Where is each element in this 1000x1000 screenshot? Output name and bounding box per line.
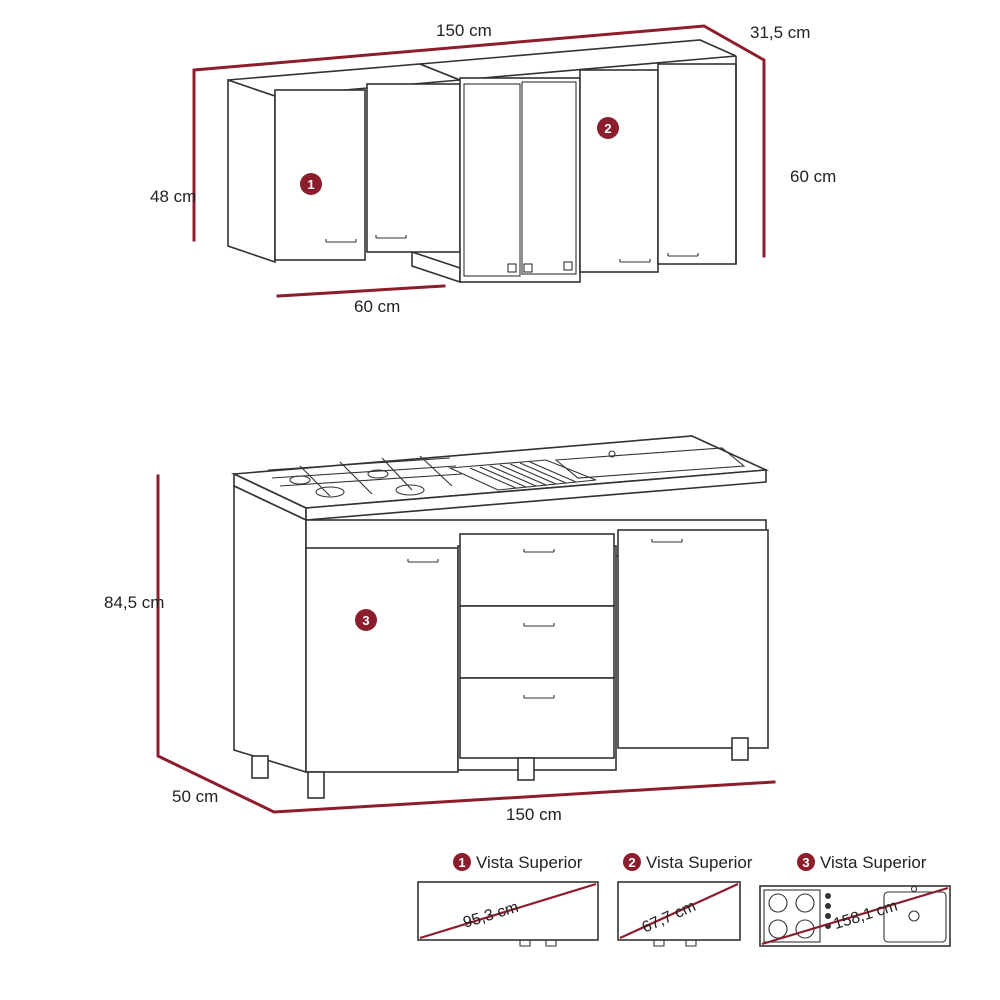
top-view-1: 1 Vista Superior 95,3 cm — [417, 853, 599, 947]
countertop-front — [305, 469, 767, 521]
lower-left-door — [305, 547, 459, 773]
lower-dimension-outline — [156, 474, 776, 814]
top-view-3: 3 Vista Superior 158,1 cm — [759, 853, 951, 947]
upper-section-width-line — [276, 284, 446, 298]
top-view-3-badge — [797, 853, 815, 871]
upper-cabinet — [227, 39, 737, 284]
drawer-3 — [459, 677, 615, 759]
stove-burners — [267, 455, 463, 498]
upper-left-door-left — [274, 89, 366, 261]
upper-width-label: 150 cm — [436, 21, 492, 40]
top-view-3-diagonal — [761, 886, 949, 946]
lower-width-label: 150 cm — [506, 805, 562, 824]
upper-right-door-2 — [657, 63, 737, 265]
leg — [731, 737, 749, 761]
door-handle — [375, 235, 407, 239]
upper-right-door-1 — [579, 69, 659, 273]
upper-height-left-label: 48 cm — [150, 187, 196, 206]
svg-text:1: 1 — [458, 855, 465, 870]
lower-side-panel — [233, 484, 307, 774]
lower-depth-label: 50 cm — [172, 787, 218, 806]
drawer-2 — [459, 605, 615, 679]
svg-text:2: 2 — [628, 855, 635, 870]
badge-3: 3 — [355, 609, 377, 631]
leg — [251, 755, 269, 779]
top-view-2-title: Vista Superior — [646, 853, 753, 872]
upper-dimension-lines — [192, 24, 766, 298]
lower-height-label: 84,5 cm — [104, 593, 164, 612]
door-handle — [325, 239, 357, 243]
leg — [307, 771, 325, 799]
glass-door-right — [521, 81, 577, 275]
glass-hinge — [507, 263, 517, 273]
top-view-1-diagonal — [419, 882, 597, 940]
top-view-2: 2 Vista Superior 67,7 cm — [617, 853, 753, 947]
lower-right-door — [617, 529, 769, 749]
drawer-handle — [523, 623, 555, 627]
lower-cabinet — [230, 435, 770, 799]
leg — [517, 757, 535, 781]
sink-drainer — [447, 459, 597, 491]
top-view-2-diagonal — [619, 882, 739, 940]
glass-door-left — [463, 83, 521, 277]
drawer-handle — [523, 695, 555, 699]
svg-text:3: 3 — [802, 855, 809, 870]
sink — [447, 447, 746, 491]
top-view-1-title: Vista Superior — [476, 853, 583, 872]
upper-left-side-panel — [227, 78, 276, 264]
upper-right-bottom-edge — [411, 250, 461, 284]
top-view-3-cooktop — [763, 889, 821, 943]
top-view-3-title: Vista Superior — [820, 853, 927, 872]
door-handle — [619, 259, 651, 263]
badge-1: 1 — [300, 173, 322, 195]
glass-hinge — [563, 261, 573, 271]
upper-left-door-right — [366, 83, 461, 253]
top-view-2-badge — [623, 853, 641, 871]
drawer-1 — [459, 533, 615, 607]
door-handle — [667, 253, 699, 257]
glass-hinge — [523, 263, 533, 273]
svg-text:2: 2 — [604, 121, 611, 136]
svg-text:3: 3 — [362, 613, 369, 628]
door-handle — [407, 559, 439, 563]
sink-basin — [554, 447, 746, 479]
upper-dimension-outline — [192, 24, 766, 258]
badge-2: 2 — [597, 117, 619, 139]
upper-height-right-label: 60 cm — [790, 167, 836, 186]
svg-text:1: 1 — [307, 177, 314, 192]
top-view-3-sink — [883, 891, 947, 943]
drawer-handle — [523, 549, 555, 553]
top-view-1-badge — [453, 853, 471, 871]
lower-dimension-lines — [156, 474, 776, 814]
upper-section-width-label: 60 cm — [354, 297, 400, 316]
upper-depth-label: 31,5 cm — [750, 23, 810, 42]
door-handle — [651, 539, 683, 543]
